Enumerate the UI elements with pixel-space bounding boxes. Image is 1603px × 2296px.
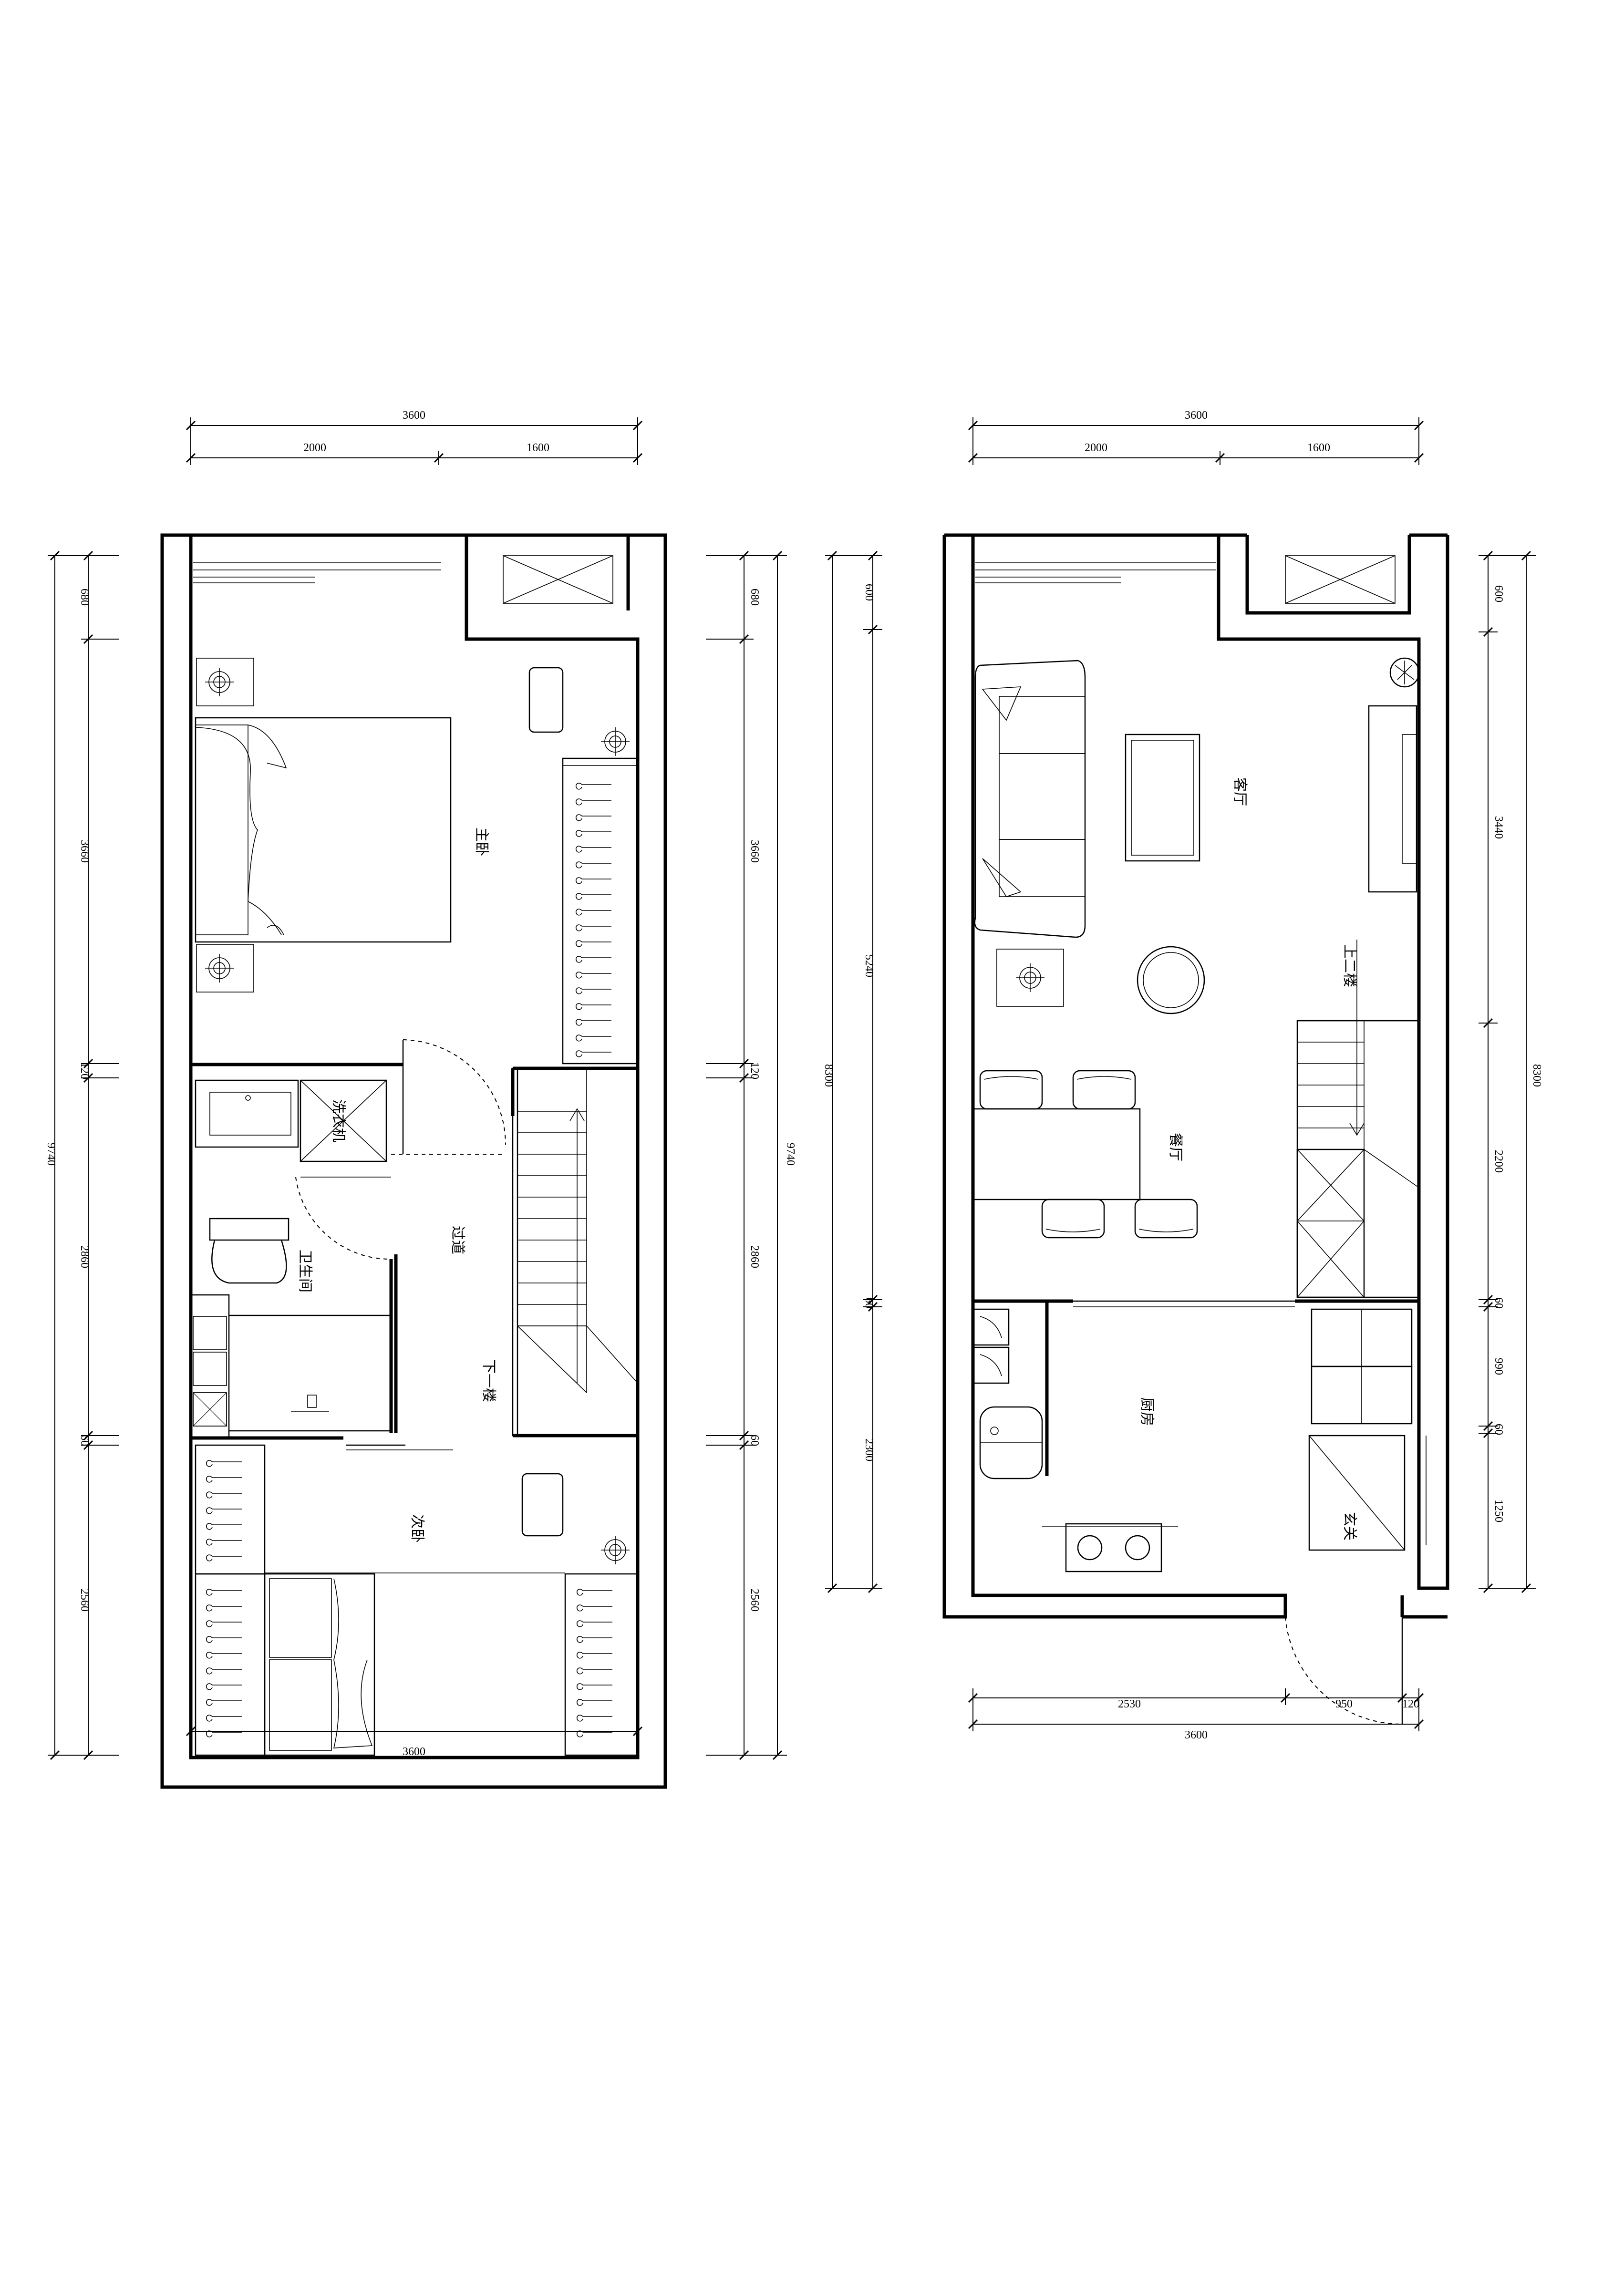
dining-furniture — [972, 1070, 1198, 1239]
dim-right-top-total: 3600 — [1185, 409, 1208, 422]
master-wardrobe-hangers — [575, 783, 612, 1057]
label-second-bedroom: 次卧 — [409, 1514, 425, 1543]
right-dimensions — [825, 417, 1536, 1731]
dim-right-bottom-b: 950 — [1335, 1698, 1353, 1710]
second-bedroom-furniture — [195, 1444, 638, 1756]
dim-left-side-a: 680 — [78, 589, 91, 606]
dim-right-left-c: 60 — [863, 1297, 875, 1309]
dim-left-rside-b: 3660 — [748, 840, 761, 863]
dim-right-bottom-c: 120 — [1402, 1698, 1419, 1710]
right-room-labels: 客厅 上二楼 餐厅 厨房 玄关 — [1138, 777, 1358, 1541]
left-dimension-labels: 3600 2000 1600 3600 9740 680 3660 120 28… — [45, 409, 796, 1758]
dim-left-bottom-total: 3600 — [403, 1746, 425, 1758]
dim-left-side-total: 9740 — [45, 1143, 57, 1166]
label-corridor: 过道 — [449, 1226, 466, 1254]
left-room-labels: 主卧 洗衣机 卫生间 过道 下一楼 次卧 — [297, 827, 497, 1543]
second-wardrobe-left2-hangers — [206, 1589, 242, 1738]
second-wardrobe-right-hangers — [576, 1589, 613, 1738]
dim-right-top-right: 1600 — [1307, 442, 1330, 454]
living-room-furniture — [974, 657, 1420, 1014]
label-stairs-down: 下一楼 — [480, 1359, 497, 1402]
right-walls — [942, 533, 1449, 1619]
label-dining-room: 餐厅 — [1167, 1133, 1184, 1161]
dim-left-rside-d: 2860 — [748, 1245, 761, 1268]
second-wardrobe-left-hangers — [206, 1460, 242, 1562]
dim-right-left-total: 8300 — [822, 1064, 835, 1087]
right-stairs — [1296, 940, 1420, 1298]
right-floor-plan — [825, 417, 1536, 1731]
dim-right-right-g: 1250 — [1492, 1500, 1505, 1522]
dim-left-top-right: 1600 — [527, 442, 549, 454]
dim-right-left-a: 600 — [863, 584, 875, 601]
dim-right-bottom-a: 2530 — [1118, 1698, 1141, 1710]
bathroom-fixtures — [190, 1039, 506, 1450]
dim-left-rside-c: 120 — [748, 1062, 761, 1079]
right-top-window — [975, 555, 1396, 604]
right-dimension-labels: 3600 2000 1600 8300 600 5240 60 2300 830… — [822, 409, 1543, 1741]
dim-right-right-e: 990 — [1492, 1358, 1505, 1375]
label-washing-machine: 洗衣机 — [330, 1099, 347, 1142]
kitchen-fixtures — [972, 1308, 1427, 1725]
dim-left-top-total: 3600 — [403, 409, 425, 422]
dim-right-left-b: 5240 — [863, 954, 875, 977]
label-entrance: 玄关 — [1341, 1512, 1358, 1541]
label-kitchen: 厨房 — [1138, 1397, 1155, 1426]
dim-left-side-d: 2860 — [78, 1245, 91, 1268]
dim-right-right-c: 2200 — [1492, 1150, 1505, 1173]
dim-left-side-b: 3660 — [78, 840, 91, 863]
left-top-window — [193, 555, 613, 604]
dim-left-top-left: 2000 — [303, 442, 326, 454]
dim-left-rside-f: 2560 — [748, 1589, 761, 1612]
dim-left-rside-a: 680 — [748, 589, 761, 606]
label-stairs-up: 上二楼 — [1341, 944, 1358, 987]
dim-right-top-left: 2000 — [1085, 442, 1107, 454]
left-stairs — [512, 1067, 639, 1437]
dim-left-side-f: 2560 — [78, 1589, 91, 1612]
left-dimensions — [48, 417, 787, 1760]
dim-right-bottom-total: 3600 — [1185, 1729, 1208, 1741]
dim-right-right-a: 600 — [1492, 585, 1505, 602]
label-master-bedroom: 主卧 — [473, 827, 490, 856]
dim-right-left-d: 2300 — [863, 1438, 875, 1461]
master-bedroom-furniture — [195, 658, 638, 1065]
label-living-room: 客厅 — [1231, 777, 1248, 806]
dim-left-rside-e: 60 — [748, 1435, 761, 1446]
dim-left-side-c: 120 — [78, 1062, 91, 1079]
dim-right-right-total: 8300 — [1531, 1064, 1543, 1087]
label-bathroom: 卫生间 — [297, 1250, 313, 1293]
dim-left-rside-total: 9740 — [784, 1143, 796, 1166]
dim-right-right-f: 60 — [1492, 1424, 1505, 1435]
left-walls — [160, 533, 667, 1789]
left-floor-plan — [48, 417, 787, 1789]
dim-right-right-d: 60 — [1492, 1297, 1505, 1309]
dim-right-right-b: 3440 — [1492, 816, 1505, 839]
dim-left-side-e: 60 — [78, 1435, 91, 1446]
